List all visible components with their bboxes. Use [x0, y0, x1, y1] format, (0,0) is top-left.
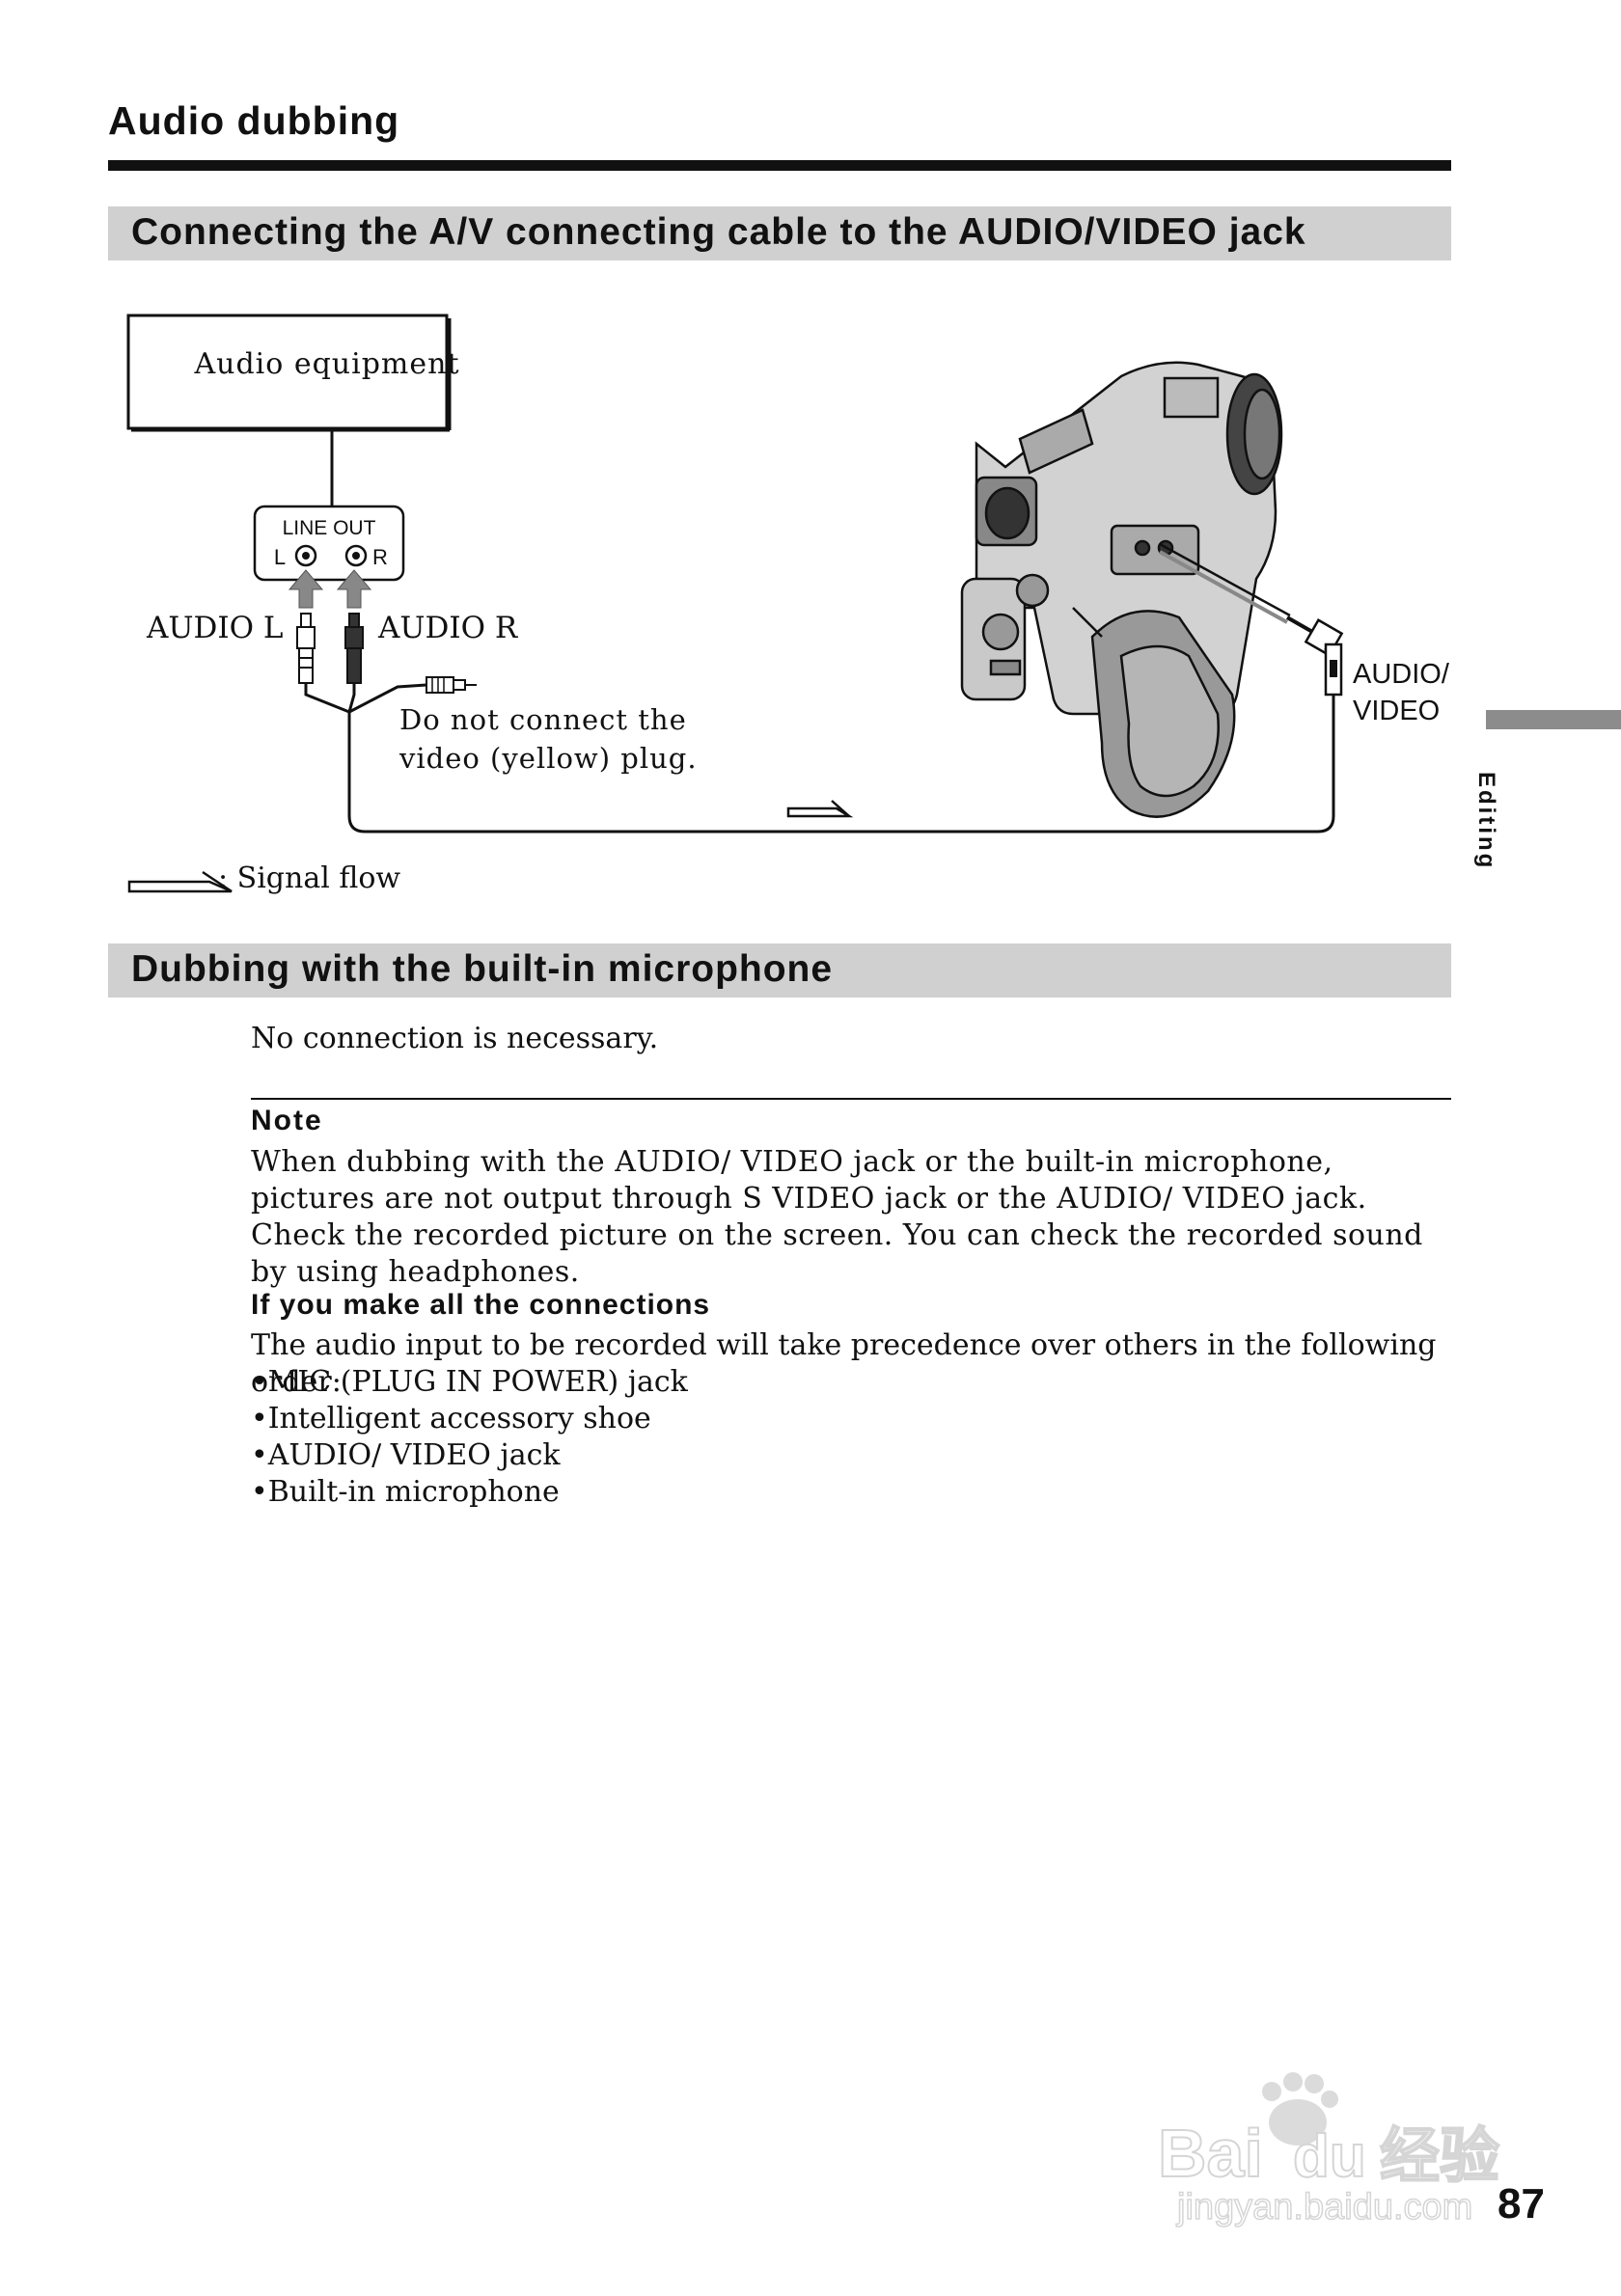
line-out-panel: LINE OUT L R — [253, 505, 405, 582]
no-connection-text: No connection is necessary. — [251, 1022, 659, 1055]
section-bar-connecting: Connecting the A/V connecting cable to t… — [108, 206, 1451, 260]
av-jack-label-line2: VIDEO — [1353, 696, 1440, 726]
note-heading: Note — [251, 1105, 323, 1136]
list-item: MIC (PLUG IN POWER) jack — [251, 1364, 688, 1401]
video-plug-icon — [426, 676, 477, 694]
signal-flow-legend-icon — [127, 870, 233, 893]
audio-r-arrow-icon — [336, 569, 372, 609]
page-title: Audio dubbing — [108, 98, 400, 143]
section-heading-connecting: Connecting the A/V connecting cable to t… — [131, 211, 1306, 253]
list-item: Intelligent accessory shoe — [251, 1401, 688, 1437]
cable-lines — [304, 683, 1335, 834]
section-heading-microphone: Dubbing with the built-in microphone — [131, 948, 834, 990]
watermark-brand2: du — [1293, 2123, 1366, 2190]
audio-l-label: AUDIO L — [146, 611, 283, 645]
list-item: Built-in microphone — [251, 1474, 688, 1511]
side-tab-bar — [1486, 710, 1621, 729]
side-tab-label: Editing — [1473, 772, 1499, 871]
priority-list: MIC (PLUG IN POWER) jack Intelligent acc… — [251, 1364, 688, 1511]
audio-r-plug-icon — [344, 613, 364, 684]
connection-diagram: Audio equipment LINE OUT L R — [108, 289, 1478, 926]
watermark-cn: 经验 — [1380, 2120, 1499, 2191]
connections-heading: If you make all the connections — [251, 1289, 711, 1321]
paw-logo-icon — [1262, 2072, 1338, 2146]
watermark-brand: Bai — [1158, 2116, 1263, 2191]
signal-flow-legend: : Signal flow — [218, 861, 400, 895]
av-jack-label-line1: AUDIO/ — [1353, 659, 1450, 690]
camcorder-icon — [960, 361, 1283, 818]
watermark-url: jingyan.baidu.com — [1176, 2187, 1472, 2228]
l-label: L — [274, 545, 286, 569]
r-label: R — [372, 545, 388, 569]
page-number: 87 — [1497, 2180, 1545, 2228]
video-note-line1: Do not connect the — [399, 703, 687, 736]
video-note-line2: video (yellow) plug. — [398, 742, 698, 775]
audio-r-label: AUDIO R — [377, 611, 519, 645]
title-rule — [108, 160, 1451, 171]
line-out-label: LINE OUT — [283, 517, 376, 539]
baidu-watermark: Bai du 经验 jingyan.baidu.com — [1148, 2064, 1525, 2228]
audio-equipment-box: Audio equipment — [126, 314, 459, 432]
left-jack-icon — [294, 544, 317, 567]
note-rule — [251, 1098, 1451, 1100]
av-cable-to-camcorder — [1159, 542, 1291, 624]
right-jack-icon — [344, 544, 368, 567]
note-text: When dubbing with the AUDIO/ VIDEO jack … — [251, 1145, 1423, 1289]
audio-equipment-label: Audio equipment — [193, 347, 459, 381]
av-plug-icon — [1286, 615, 1344, 697]
section-bar-microphone: Dubbing with the built-in microphone — [108, 943, 1451, 998]
audio-l-arrow-icon — [288, 569, 324, 609]
signal-flow-arrow-icon — [786, 800, 854, 818]
audio-l-plug-icon — [296, 613, 316, 684]
list-item: AUDIO/ VIDEO jack — [251, 1437, 688, 1474]
